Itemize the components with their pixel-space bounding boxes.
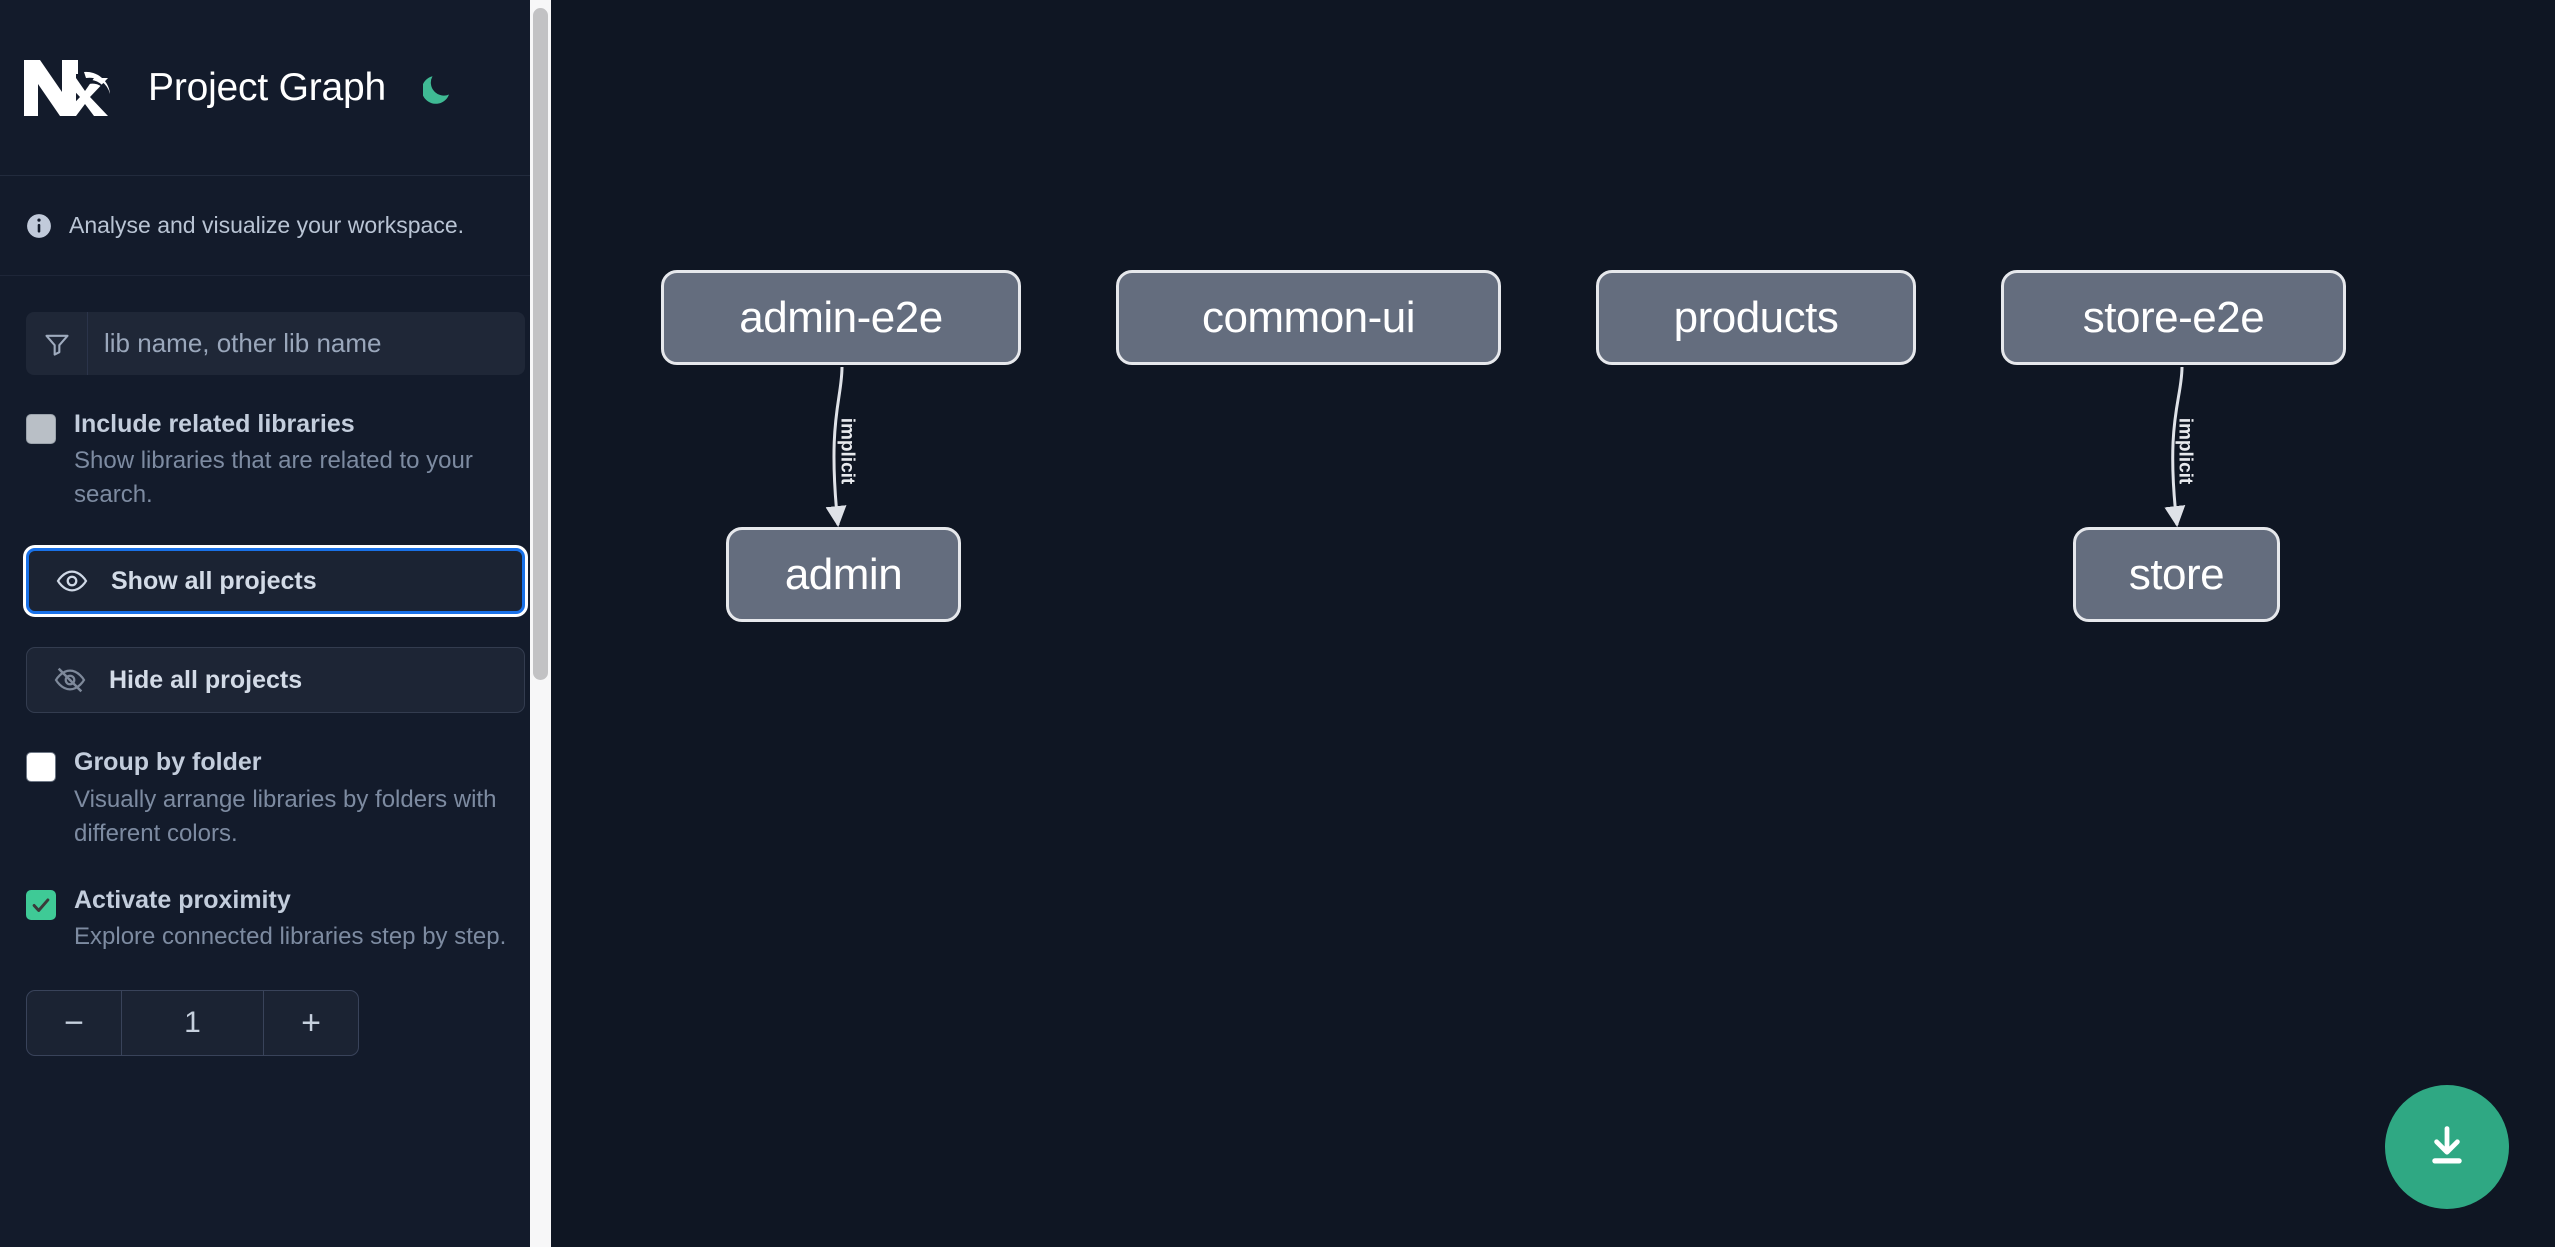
sidebar-scrollbar[interactable] (530, 0, 551, 1247)
eye-off-icon (53, 663, 87, 697)
group-by-folder-checkbox[interactable] (26, 752, 56, 783)
activate-proximity-label: Activate proximity (74, 885, 291, 914)
hide-all-projects-label: Hide all projects (109, 665, 303, 694)
activate-proximity-checkbox[interactable] (26, 889, 56, 920)
filter-funnel-icon (26, 312, 88, 375)
moon-icon[interactable] (418, 68, 458, 108)
sidebar-scrollbar-thumb[interactable] (533, 8, 548, 680)
graph-canvas[interactable]: implicit implicit admin-e2e common-ui pr… (551, 0, 2555, 1247)
workspace-info-text: Analyse and visualize your workspace. (69, 212, 465, 238)
group-by-folder-label: Group by folder (74, 748, 262, 777)
group-by-folder-description: Visually arrange libraries by folders wi… (74, 785, 497, 847)
proximity-value: 1 (184, 1006, 201, 1040)
sidebar: Project Graph Analyse and visualize your… (0, 0, 551, 1247)
edge-admin-e2e-admin (825, 366, 847, 528)
search-section (0, 276, 551, 375)
visibility-buttons: Show all projects Hide all projects (0, 548, 551, 714)
include-related-libraries-description: Show libraries that are related to your … (74, 447, 473, 509)
info-circle-icon (27, 213, 51, 238)
search-input[interactable] (88, 312, 525, 375)
proximity-decrement-button[interactable]: − (27, 991, 122, 1056)
download-graph-button[interactable] (2385, 1085, 2509, 1209)
workspace-info: Analyse and visualize your workspace. (0, 176, 551, 276)
proximity-stepper: − 1 + (26, 990, 359, 1057)
eye-icon (55, 564, 89, 598)
graph-node-admin[interactable]: admin (726, 527, 961, 622)
graph-node-store[interactable]: store (2073, 527, 2280, 622)
include-related-libraries-checkbox[interactable] (26, 414, 56, 444)
graph-node-store-e2e[interactable]: store-e2e (2001, 270, 2346, 365)
proximity-stepper-section: − 1 + (0, 990, 551, 1057)
option-include-related-libraries: Include related libraries Show libraries… (0, 409, 551, 512)
include-related-libraries-label: Include related libraries (74, 410, 355, 438)
check-icon (32, 898, 50, 912)
graph-edges (825, 366, 2186, 528)
download-icon (2432, 1126, 2462, 1164)
hide-all-projects-button[interactable]: Hide all projects (26, 647, 525, 714)
proximity-increment-button[interactable]: + (263, 991, 358, 1056)
option-group-by-folder: Group by folder Visually arrange librari… (0, 747, 551, 850)
activate-proximity-description: Explore connected libraries step by step… (74, 923, 507, 951)
edge-store-e2e-store (2164, 366, 2186, 528)
show-all-projects-button[interactable]: Show all projects (26, 548, 525, 615)
graph-node-products[interactable]: products (1596, 270, 1916, 365)
graph-node-admin-e2e[interactable]: admin-e2e (661, 270, 1021, 365)
nx-logo-icon (24, 59, 110, 116)
sidebar-header: Project Graph (0, 0, 551, 176)
graph-node-common-ui[interactable]: common-ui (1116, 270, 1501, 365)
option-activate-proximity: Activate proximity Explore connected lib… (0, 885, 551, 954)
search-box[interactable] (26, 312, 525, 375)
show-all-projects-label: Show all projects (111, 566, 317, 595)
page-title: Project Graph (148, 65, 387, 109)
